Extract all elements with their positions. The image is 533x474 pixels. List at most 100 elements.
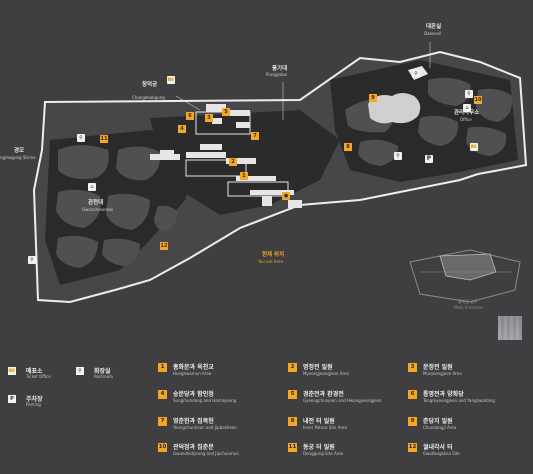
legend-area-number: 8 bbox=[288, 417, 297, 426]
area-marker-2: 2 bbox=[229, 158, 237, 166]
ticket-office-pin: 🎫 bbox=[470, 143, 478, 151]
legend-area-12: 12 궐내각사 터 Gwollaegaksa Site bbox=[408, 442, 528, 462]
legend-area-2: 2 명정전 일원 Myeongjeongjeon Area bbox=[288, 362, 408, 382]
legend-restroom-label: 화장실 bbox=[94, 368, 111, 375]
legend-area-number: 12 bbox=[408, 443, 417, 452]
legend-area-name: 동궁 터 일원 bbox=[303, 444, 335, 451]
legend-area-name-en: Munjeongjeon Area bbox=[423, 371, 462, 376]
legend-area-name-en: Tongmyeongjeon and Yanghwadang bbox=[423, 398, 495, 403]
legend-restroom-label-en: Restroom bbox=[94, 374, 114, 379]
legend-area-name: 궐내각사 터 bbox=[423, 444, 453, 451]
shrine-label-en: ngmogung Shrine bbox=[0, 155, 36, 160]
legend-area-5: 5 경춘전과 환경전 Gyeongchunjeon and Hwangyeong… bbox=[288, 389, 408, 409]
legend-area-9: 9 춘당지 일원 Chundangji Area bbox=[408, 416, 528, 436]
legend-area-number: 7 bbox=[158, 417, 167, 426]
legend-area-number: 3 bbox=[408, 363, 417, 372]
entrance-inset-map bbox=[409, 249, 521, 303]
area-marker-6: 6 bbox=[186, 112, 194, 120]
legend-area-name-en: Honghwamun Area bbox=[173, 371, 212, 376]
legend-area-3: 3 문정전 일원 Munjeongjeon Area bbox=[408, 362, 528, 382]
area-marker-3: 3 bbox=[205, 114, 213, 122]
legend-area-name-en: Gwandeokjeong and Jipchunmun bbox=[173, 451, 239, 456]
restroom-pin: ⚲ bbox=[394, 152, 402, 160]
parking-icon: P bbox=[8, 395, 16, 403]
legend-area-number: 5 bbox=[288, 390, 297, 399]
legend-area-name: 내전 터 일원 bbox=[303, 418, 335, 425]
gwancheondae-label: 관천대 bbox=[88, 200, 104, 206]
daeonsil-label: 대온실 bbox=[426, 24, 442, 30]
office-label-en: Office bbox=[460, 117, 472, 122]
legend-area-name-en: Gyeongchunjeon and Hwangyeongjeon bbox=[303, 398, 382, 403]
punggidae-label: 풍기대 bbox=[272, 66, 288, 72]
ticket-office-pin: 🎫 bbox=[167, 76, 175, 84]
legend-area-8: 8 내전 터 일원 Inner Palace Site Area bbox=[288, 416, 408, 436]
legend-area-6: 6 통명전과 양화당 Tongmyeongjeon and Yanghwadan… bbox=[408, 389, 528, 409]
area-marker-7: 7 bbox=[251, 132, 259, 140]
legend-area-name-en: Myeongjeongjeon Area bbox=[303, 371, 349, 376]
parking-pin: P bbox=[425, 155, 433, 163]
legend-area-name: 관덕정과 집춘문 bbox=[173, 444, 214, 451]
area-marker-1: 1 bbox=[240, 172, 248, 180]
legend-area-11: 11 동궁 터 일원 Donggung Site Area bbox=[288, 442, 408, 462]
legend-area-name: 숭문당과 함인정 bbox=[173, 391, 214, 398]
area-marker-9: 9 bbox=[369, 94, 377, 102]
legend-area-name: 문정전 일원 bbox=[423, 364, 453, 371]
legend-area-name: 명정전 일원 bbox=[303, 364, 333, 371]
chundangji-pond bbox=[368, 93, 421, 124]
legend-area-name: 영춘헌과 집복헌 bbox=[173, 418, 214, 425]
legend-area-number: 1 bbox=[158, 363, 167, 372]
legend-area-number: 4 bbox=[158, 390, 167, 399]
palace-map bbox=[32, 42, 528, 304]
you-are-here-label: 현재 위치 bbox=[262, 252, 285, 258]
legend-area-number: 6 bbox=[408, 390, 417, 399]
gwancheondae-pin: ⌂ bbox=[88, 183, 96, 191]
legend-area-name-en: Chundangji Area bbox=[423, 425, 457, 430]
punggidae-label-en: Punggidae bbox=[266, 72, 288, 77]
restroom-pin: ⚲ bbox=[77, 134, 85, 142]
map-legend: 🎫 매표소 Ticket Office ⚲ 화장실 Restroom P 주차장… bbox=[0, 352, 533, 474]
legend-area-7: 7 영춘헌과 집복헌 Yeongchunheon and Jipbokheon bbox=[158, 416, 278, 436]
ticket-office-icon: 🎫 bbox=[8, 367, 16, 375]
legend-area-number: 10 bbox=[158, 443, 167, 452]
you-are-here-label-en: You are here bbox=[258, 259, 283, 264]
legend-area-4: 4 숭문당과 함인정 Sungmundang and Haminjeong bbox=[158, 389, 278, 409]
legend-area-name-en: Gwollaegaksa Site bbox=[423, 451, 460, 456]
legend-area-1: 1 홍화문과 옥천교 Honghwamun Area bbox=[158, 362, 278, 382]
legend-area-name-en: Sungmundang and Haminjeong bbox=[173, 398, 237, 403]
area-marker-5: 5 bbox=[222, 108, 230, 116]
legend-area-number: 9 bbox=[408, 417, 417, 426]
you-are-here-pin: ● bbox=[282, 192, 290, 200]
legend-area-name-en: Yeongchunheon and Jipbokheon bbox=[173, 425, 237, 430]
legend-area-name: 통명전과 양화당 bbox=[423, 391, 464, 398]
legend-ticket-label-en: Ticket Office bbox=[26, 374, 51, 379]
legend-area-number: 2 bbox=[288, 363, 297, 372]
changdeokgung-label: 창덕궁 bbox=[142, 82, 158, 88]
area-marker-12: 12 bbox=[160, 242, 168, 250]
office-label: 관리사무소 bbox=[454, 110, 480, 116]
shrine-label: 경모 bbox=[14, 148, 25, 154]
legend-area-10: 10 관덕정과 집춘문 Gwandeokjeong and Jipchunmun bbox=[158, 442, 278, 462]
legend-parking-label: 주차장 bbox=[26, 396, 43, 403]
legend-parking-label-en: Parking bbox=[26, 402, 41, 407]
entrance-label-en: Main Entrance bbox=[454, 305, 483, 310]
blurred-qr-patch bbox=[498, 316, 522, 340]
restroom-pin: ⚲ bbox=[412, 70, 420, 78]
legend-area-name: 경춘전과 환경전 bbox=[303, 391, 344, 398]
restroom-pin: ⚲ bbox=[465, 90, 473, 98]
daeonsil-label-en: Daeonsil bbox=[424, 31, 442, 36]
legend-ticket-label: 매표소 bbox=[26, 368, 43, 375]
area-marker-4: 4 bbox=[178, 125, 186, 133]
legend-area-name-en: Inner Palace Site Area bbox=[303, 425, 347, 430]
area-marker-8: 8 bbox=[344, 143, 352, 151]
area-marker-10: 10 bbox=[474, 96, 482, 104]
changdeokgung-label-en: Changdeokgung bbox=[132, 95, 165, 100]
office-pin: ⌂ bbox=[463, 104, 471, 112]
legend-area-number: 11 bbox=[288, 443, 297, 452]
area-marker-11: 11 bbox=[100, 135, 108, 143]
legend-area-name: 춘당지 일원 bbox=[423, 418, 453, 425]
entrance-label: 홍화문 입구 bbox=[458, 299, 478, 304]
gwancheondae-label-en: Gwancheondae bbox=[82, 207, 113, 212]
legend-area-name: 홍화문과 옥천교 bbox=[173, 364, 214, 371]
restroom-icon: ⚲ bbox=[76, 367, 84, 375]
